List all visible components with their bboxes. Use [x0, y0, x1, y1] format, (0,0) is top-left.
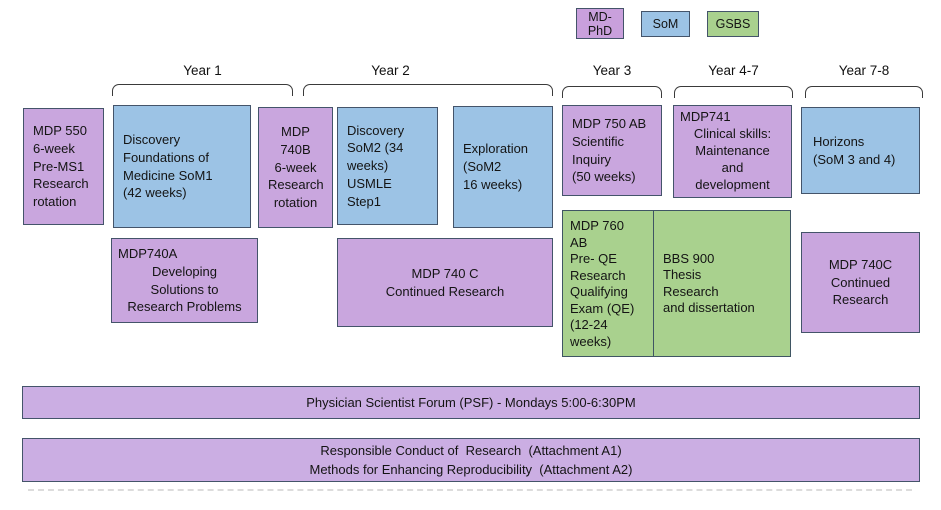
- box-bbs900-thesis-research: BBS 900 Thesis Research and dissertation: [663, 250, 755, 316]
- box-discovery-foundations-som1: Discovery Foundations of Medicine SoM1 (…: [113, 105, 251, 228]
- box-mdp750ab-scientific-inquiry: MDP 750 AB Scientific Inquiry (50 weeks): [562, 105, 662, 196]
- box-mdp740c-continued-research-year7-8: MDP 740C Continued Research: [801, 232, 920, 333]
- year-4-7-bracket: [674, 86, 793, 98]
- legend-md-phd: MD- PhD: [576, 8, 624, 39]
- box-mdp740b-research-rotation: MDP 740B 6-week Research rotation: [258, 107, 333, 228]
- year-4-7-label: Year 4-7: [708, 63, 759, 78]
- box-discovery-som2-usmle: Discovery SoM2 (34 weeks) USMLE Step1: [337, 107, 438, 225]
- rcr-line-1: Responsible Conduct of Research (Attachm…: [320, 442, 622, 458]
- year-2-label: Year 2: [371, 63, 410, 78]
- box-mdp741-clinical-skills: MDP741 Clinical skills: Maintenance and …: [673, 105, 792, 198]
- box-mdp740c-continued-research-year2: MDP 740 C Continued Research: [337, 238, 553, 327]
- box-exploration-som2: Exploration (SoM2 16 weeks): [453, 106, 553, 228]
- legend-gsbs: GSBS: [707, 11, 759, 37]
- year-3-bracket: [562, 86, 662, 98]
- year-1-label: Year 1: [183, 63, 222, 78]
- legend-som: SoM: [641, 11, 690, 37]
- year-7-8-bracket: [805, 86, 923, 98]
- course-description: Clinical skills: Maintenance and develop…: [693, 126, 772, 192]
- course-description: Developing Solutions to Research Problem…: [127, 263, 242, 315]
- year-1-bracket: [112, 84, 293, 96]
- page-edge-dashes: [28, 489, 912, 491]
- box-mdp550-pre-ms1-rotation: MDP 550 6-week Pre-MS1 Research rotation: [23, 108, 104, 225]
- physician-scientist-forum-bar: Physician Scientist Forum (PSF) - Monday…: [22, 386, 920, 419]
- box-mdp740a-developing-solutions: MDP740A Developing Solutions to Research…: [111, 238, 258, 323]
- year-7-8-label: Year 7-8: [838, 63, 890, 78]
- rcr-line-2: Methods for Enhancing Reproducibility (A…: [309, 462, 633, 477]
- year-3-label: Year 3: [592, 63, 632, 78]
- responsible-conduct-research-bar: Responsible Conduct of Research (Attachm…: [22, 438, 920, 482]
- course-code: MDP740A: [118, 246, 178, 262]
- green-research-block: MDP 760 AB Pre- QE Research Qualifying E…: [562, 210, 791, 357]
- year-2-bracket: [303, 84, 553, 96]
- box-mdp760ab-pre-qe-qualifying-exam: MDP 760 AB Pre- QE Research Qualifying E…: [563, 211, 654, 356]
- box-horizons-som-3-4: Horizons (SoM 3 and 4): [801, 107, 920, 194]
- course-code: MDP741: [680, 109, 731, 125]
